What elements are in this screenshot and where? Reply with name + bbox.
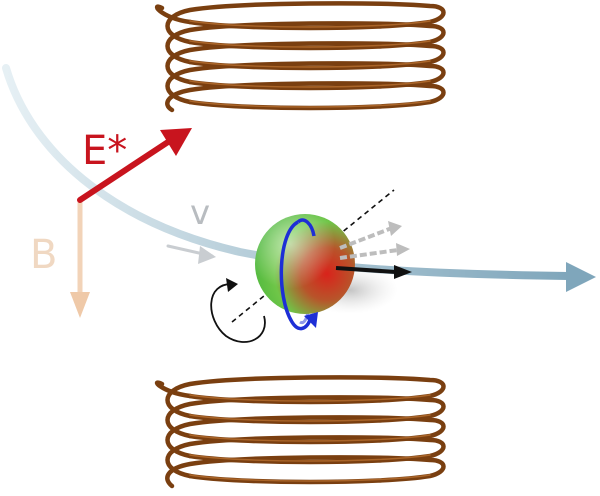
spinning-sphere-icon: [255, 214, 355, 314]
spin-ring-arrowhead: [304, 312, 318, 328]
magnetic-field-label: B: [30, 232, 57, 278]
spin-ring-front: [279, 220, 312, 331]
upper-solenoid-coil-icon: [154, 1, 446, 113]
spin-axis-line: [231, 189, 395, 323]
curved-arrow-icon: [210, 278, 266, 343]
velocity-label: v: [190, 193, 210, 233]
velocity-arrow: [166, 244, 216, 264]
spin-vector-arrow: [335, 265, 412, 279]
ghost-spin-arrows: [339, 221, 410, 260]
lower-solenoid-coil-icon: [154, 375, 446, 489]
electric-field-arrow: [77, 128, 192, 203]
magnetic-field-arrow: [70, 202, 90, 318]
spin-ring-top: [296, 218, 316, 237]
particle-trajectory-arrow: [2, 64, 596, 292]
electric-field-label: E*: [82, 128, 127, 174]
